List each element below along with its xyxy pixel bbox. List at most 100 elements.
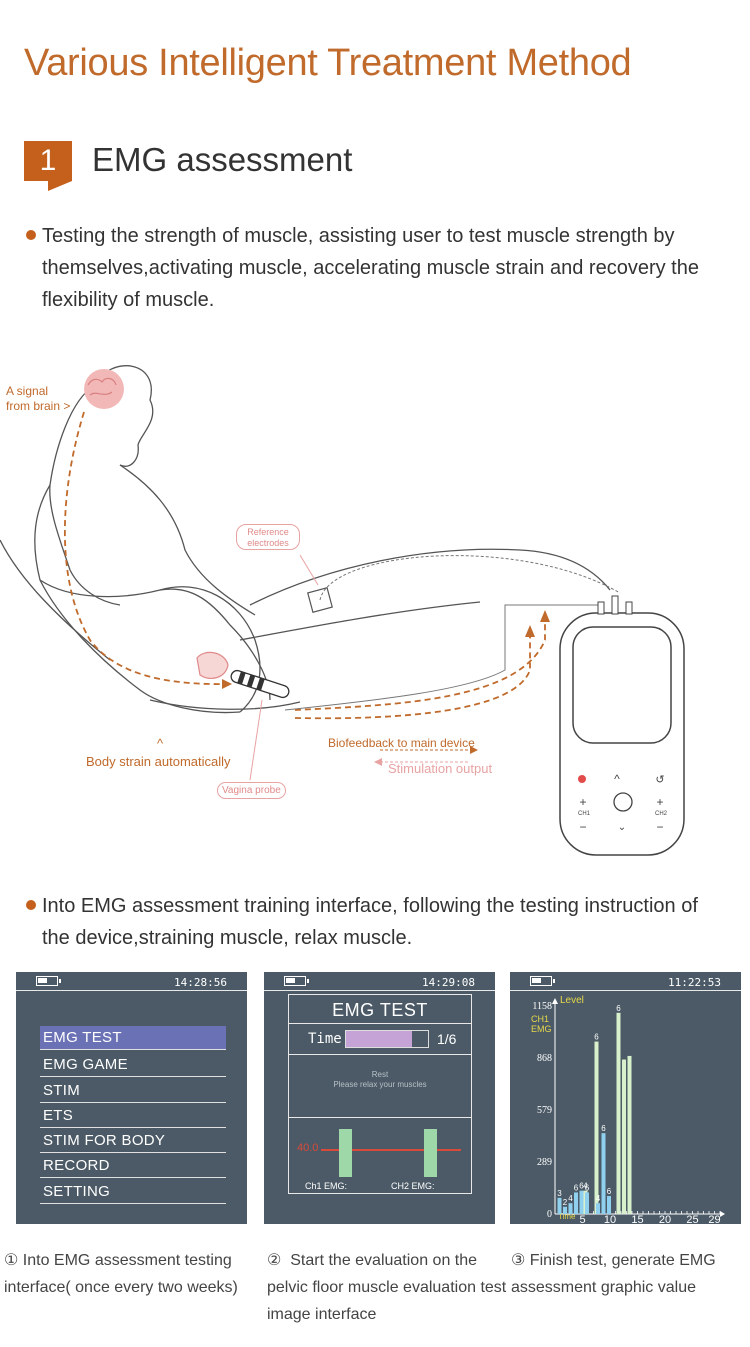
reference-electrodes-label: Reference electrodes	[236, 524, 300, 550]
y-tick-label: 1158	[532, 1001, 552, 1012]
battery-icon	[530, 976, 555, 986]
device-ch1-label: CH1	[578, 811, 591, 817]
clock: 11:22:53	[668, 976, 721, 989]
bar-label: 6	[594, 1033, 599, 1042]
biofeedback-label: Biofeedback to main device	[328, 736, 475, 750]
reference-label-line1: Reference	[247, 527, 289, 537]
emg-label: EMG	[531, 1024, 552, 1034]
status-bar: 14:29:08	[264, 972, 495, 991]
y-tick-label: 0	[547, 1209, 552, 1220]
x-tick-label: 10	[604, 1214, 616, 1224]
menu-item-emg-test[interactable]: EMG TEST	[40, 1026, 226, 1050]
caption-1: ① Into EMG assessment testing interface(…	[4, 1247, 259, 1301]
x-tick-label: 20	[659, 1214, 671, 1224]
bar-label: 6	[607, 1187, 612, 1196]
menu-item-emg-game[interactable]: EMG GAME	[40, 1053, 226, 1077]
circle-one-icon: ①	[4, 1252, 19, 1269]
bullet-icon	[26, 230, 36, 240]
signal-label-line1: A signal	[6, 384, 49, 398]
x-axis-arrow	[720, 1211, 725, 1217]
blue-bar	[568, 1203, 573, 1214]
caret-marker: ^	[157, 736, 164, 751]
clock: 14:29:08	[422, 976, 475, 989]
bar-label: 6	[616, 1004, 621, 1013]
threshold-line	[321, 1149, 461, 1151]
ch1-emg-label: Ch1 EMG:	[305, 1181, 348, 1191]
blue-bar	[585, 1192, 589, 1214]
instruction-area: Rest Please relax your muscles	[289, 1054, 471, 1118]
emg-test-screen: 14:29:08 EMG TEST Time 1/6 Rest Please r…	[264, 972, 495, 1224]
svg-text:^: ^	[614, 772, 620, 786]
ch2-emg-label: CH2 EMG:	[391, 1181, 435, 1191]
blue-bar	[557, 1197, 562, 1214]
intro-line-1: Testing the strength of muscle, assistin…	[42, 225, 675, 247]
caption-3-text: Finish test, generate EMG assessment gra…	[511, 1252, 716, 1296]
round-counter: 1/6	[437, 1031, 457, 1047]
menu-item-record[interactable]: RECORD	[40, 1154, 226, 1178]
x-tick-label: 25	[686, 1214, 698, 1224]
time-progress-fill	[346, 1031, 412, 1047]
blue-bar	[601, 1133, 606, 1214]
y-axis-arrow	[552, 998, 558, 1004]
threshold-value: 40.0	[297, 1142, 319, 1154]
interface-line-2: the device,straining muscle, relax muscl…	[42, 927, 413, 949]
emg-illustration: ^ ↺ + + − − ⌄ A signal from brain > Refe…	[0, 340, 750, 870]
bar-label: 6	[585, 1183, 590, 1192]
interface-paragraph: Into EMG assessment training interface, …	[26, 890, 741, 954]
vagina-probe-label: Vagina probe	[217, 782, 286, 799]
blue-bar	[563, 1206, 567, 1214]
bar-label: 4	[596, 1194, 601, 1203]
badge-tail-icon	[48, 181, 72, 191]
reference-label-line2: electrodes	[247, 538, 289, 548]
y-tick-label: 289	[537, 1157, 552, 1168]
svg-text:−: −	[579, 820, 586, 834]
level-label: Level	[560, 995, 584, 1006]
battery-icon	[284, 976, 309, 986]
caption-1-text: Into EMG assessment testing interface( o…	[4, 1252, 238, 1296]
menu-item-setting[interactable]: SETTING	[40, 1180, 226, 1204]
svg-text:−: −	[656, 820, 663, 834]
circle-three-icon: ③	[511, 1252, 526, 1269]
ch2-emg-bar	[424, 1129, 437, 1177]
status-bar: 11:22:53	[510, 972, 741, 991]
menu-item-stim[interactable]: STIM	[40, 1079, 226, 1103]
circle-two-icon: ②	[267, 1252, 282, 1269]
time-label: Time	[308, 1031, 342, 1047]
time-progress-bar	[345, 1030, 429, 1048]
section-number: 1	[24, 141, 72, 181]
probe-icon	[230, 669, 290, 699]
caption-3: ③ Finish test, generate EMG assessment g…	[511, 1247, 746, 1301]
bar-label: 2	[563, 1198, 568, 1207]
bullet-icon	[26, 900, 36, 910]
ch-label: CH1	[531, 1014, 549, 1024]
caption-2: ② Start the evaluation on the pelvic flo…	[267, 1247, 507, 1328]
brain-icon	[84, 369, 124, 409]
section-number-badge: 1	[24, 141, 72, 191]
test-title: EMG TEST	[289, 995, 471, 1024]
status-bar: 14:28:56	[16, 972, 247, 991]
caption-2-text: Start the evaluation on the pelvic floor…	[267, 1252, 507, 1323]
y-tick-label: 868	[537, 1053, 552, 1064]
device-ch2-label: CH2	[655, 811, 668, 817]
clock: 14:28:56	[174, 976, 227, 989]
blue-bar	[607, 1196, 611, 1214]
menu-item-stim-for-body[interactable]: STIM FOR BODY	[40, 1129, 226, 1153]
blue-bar	[596, 1203, 600, 1214]
x-tick-label: 15	[631, 1214, 643, 1224]
svg-text:+: +	[656, 795, 663, 809]
emg-bar-area: 40.0 Ch1 EMG: CH2 EMG:	[289, 1117, 471, 1193]
interface-line-1: Into EMG assessment training interface, …	[42, 895, 698, 917]
time-axis-label: Time	[558, 1212, 576, 1221]
intro-paragraph: Testing the strength of muscle, assistin…	[26, 220, 736, 316]
menu-screen: 14:28:56 EMG TEST EMG GAME STIM ETS STIM…	[16, 972, 247, 1224]
bar-label: 4	[583, 1182, 588, 1191]
menu-item-ets[interactable]: ETS	[40, 1104, 226, 1128]
bar-label: 6	[579, 1182, 584, 1191]
svg-text:⌄: ⌄	[618, 822, 626, 833]
body-strain-label: Body strain automatically	[86, 754, 231, 769]
battery-icon	[36, 976, 61, 986]
blue-bar	[579, 1190, 584, 1214]
section-title: EMG assessment	[92, 141, 353, 178]
